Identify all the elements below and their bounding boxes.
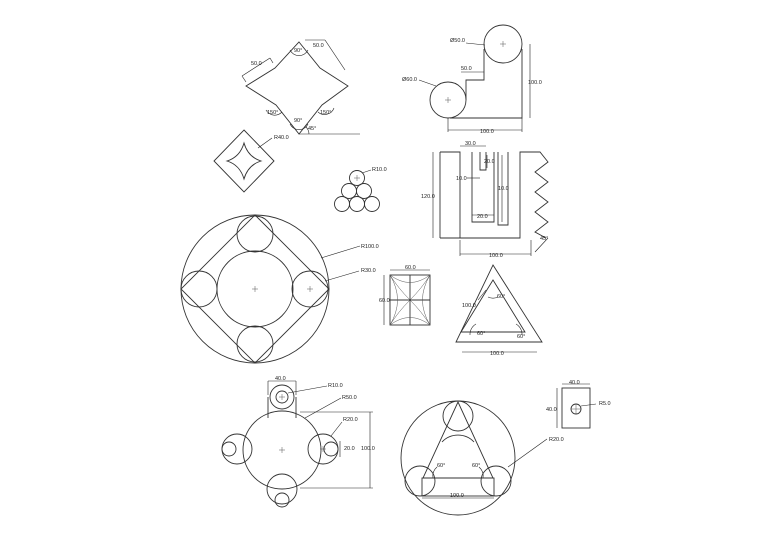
fig7-dim-1: 60.0 xyxy=(405,265,416,271)
tangent-circles-figure: 40.0 R10.0 R50.0 R20.0 20.0 100.0 xyxy=(221,376,375,508)
fig1-dim-2: 50.0 xyxy=(313,43,324,49)
fig5-dim-2: 20.0 xyxy=(484,159,495,165)
circle-triangle-figure: R20.0 60° 60° 100.0 xyxy=(400,400,564,516)
fig5-dim-3: 10.0 xyxy=(456,176,467,182)
fig10-dim-3: R5.0 xyxy=(599,401,611,407)
fig2-dim-3: 50.0 xyxy=(461,66,472,72)
fig8-dim-5: 100.0 xyxy=(490,351,504,357)
fig9-dim-3: R50.0 xyxy=(342,395,357,401)
fig4-dim-1: R10.0 xyxy=(372,167,387,173)
fig9-dim-6: 100.0 xyxy=(361,446,375,452)
rounded-triangle-figure: 60° 100.0 60° 60° 100.0 xyxy=(455,264,543,357)
fig11-dim-4: 100.0 xyxy=(450,493,464,499)
fig1-dim-4: 150° xyxy=(267,110,278,116)
fig8-dim-3: 60° xyxy=(477,331,485,337)
fig5-dim-7: 100.0 xyxy=(489,253,503,259)
fig10-dim-2: 40.0 xyxy=(546,407,557,413)
fig2-dim-2: Ø60.0 xyxy=(402,77,417,83)
fig5-dim-1: 30.0 xyxy=(465,141,476,147)
fig5-dim-4: 120.0 xyxy=(421,194,435,200)
fig9-dim-2: R10.0 xyxy=(328,383,343,389)
fig2-dim-1: Ø50.0 xyxy=(450,38,465,44)
fig8-dim-2: 100.0 xyxy=(462,303,476,309)
fig5-dim-8: 45° xyxy=(540,236,548,242)
fig5-dim-6: 20.0 xyxy=(477,214,488,220)
petal-square-figure: 60.0 60.0 xyxy=(379,265,431,326)
fig5-dim-5: 10.0 xyxy=(498,186,509,192)
fig10-dim-1: 40.0 xyxy=(569,380,580,386)
star-shape-figure: 50.0 50.0 90° 150° 150° 90° 45° xyxy=(241,39,360,135)
fig6-dim-1: R100.0 xyxy=(361,244,379,250)
circle-pyramid-figure: R10.0 xyxy=(334,167,387,212)
zigzag-profile-figure: 30.0 20.0 10.0 120.0 10.0 20.0 100.0 45° xyxy=(421,141,549,259)
fig9-dim-5: 20.0 xyxy=(344,446,355,452)
fig11-dim-1: R20.0 xyxy=(549,437,564,443)
fig1-dim-5: 150° xyxy=(320,110,331,116)
fig7-dim-2: 60.0 xyxy=(379,298,390,304)
fig9-dim-4: R20.0 xyxy=(343,417,358,423)
fig8-dim-1: 60° xyxy=(497,294,505,300)
fig11-dim-2: 60° xyxy=(437,463,445,469)
fig1-dim-1: 50.0 xyxy=(251,61,262,67)
fig11-dim-3: 60° xyxy=(472,463,480,469)
concave-diamond-figure: R40.0 xyxy=(213,129,289,193)
fig2-dim-5: 100.0 xyxy=(480,129,494,135)
square-with-hole-figure: 40.0 40.0 R5.0 xyxy=(546,380,611,429)
fig1-dim-3: 90° xyxy=(294,48,302,54)
fig3-dim-1: R40.0 xyxy=(274,135,289,141)
fig1-dim-6: 90° xyxy=(294,118,302,124)
inscribed-square-circles-figure: R100.0 R30.0 xyxy=(180,214,379,364)
bracket-circles-figure: Ø50.0 Ø60.0 50.0 100.0 100.0 xyxy=(402,24,542,135)
fig9-dim-1: 40.0 xyxy=(275,376,286,382)
fig2-dim-4: 100.0 xyxy=(528,80,542,86)
fig1-dim-7: 45° xyxy=(308,126,316,132)
fig6-dim-2: R30.0 xyxy=(361,268,376,274)
fig8-dim-4: 60° xyxy=(517,334,525,340)
